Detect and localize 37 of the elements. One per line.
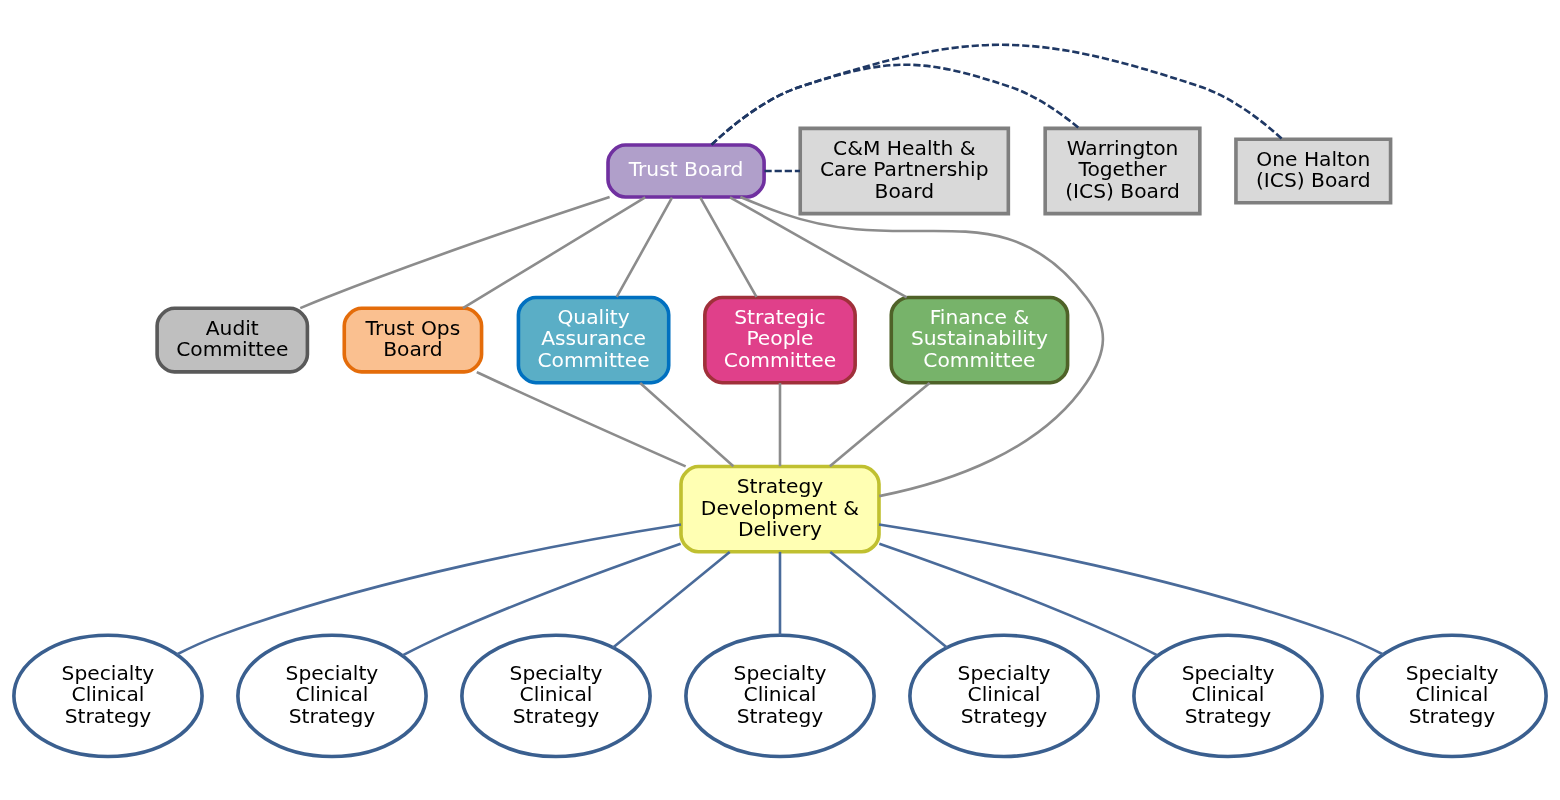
node-box: Finance & Sustainability Committee [889,295,1070,385]
connector [778,551,782,635]
node-box: Audit Committee [155,306,310,374]
node-ellipse: Specialty Clinical Strategy [1356,633,1548,758]
node-box: Strategic People Committee [703,295,857,385]
node-ellipse: Specialty Clinical Strategy [908,633,1100,758]
connector [476,370,687,468]
connector [710,63,1080,146]
connector [176,522,682,656]
node-box: C&M Health & Care Partnership Board [798,126,1011,215]
node-box: Trust Board [606,142,766,199]
connector [878,522,1384,656]
connector [829,381,931,467]
node-box: One Halton (ICS) Board [1234,136,1393,205]
connector [615,196,674,298]
node-box: Trust Ops Board [342,306,484,374]
node-ellipse: Specialty Clinical Strategy [12,633,204,758]
node-ellipse: Specialty Clinical Strategy [460,633,652,758]
node-ellipse: Specialty Clinical Strategy [236,633,428,758]
node-ellipse: Specialty Clinical Strategy [684,633,876,758]
connector [611,550,731,649]
connector [699,196,758,298]
connector [878,541,1159,657]
connector [764,169,800,172]
node-ellipse: Specialty Clinical Strategy [1132,633,1324,758]
connector [639,381,735,467]
connector [739,195,1105,497]
connector [729,195,908,299]
node-box: Quality Assurance Committee [516,295,671,385]
connector [710,43,1284,146]
connector [829,550,949,649]
node-box: Strategy Development & Delivery [679,464,881,554]
connector [778,382,782,466]
connector [401,541,682,657]
node-box: Warrington Together (ICS) Board [1043,126,1202,215]
connector [462,195,646,309]
connector [299,195,610,309]
